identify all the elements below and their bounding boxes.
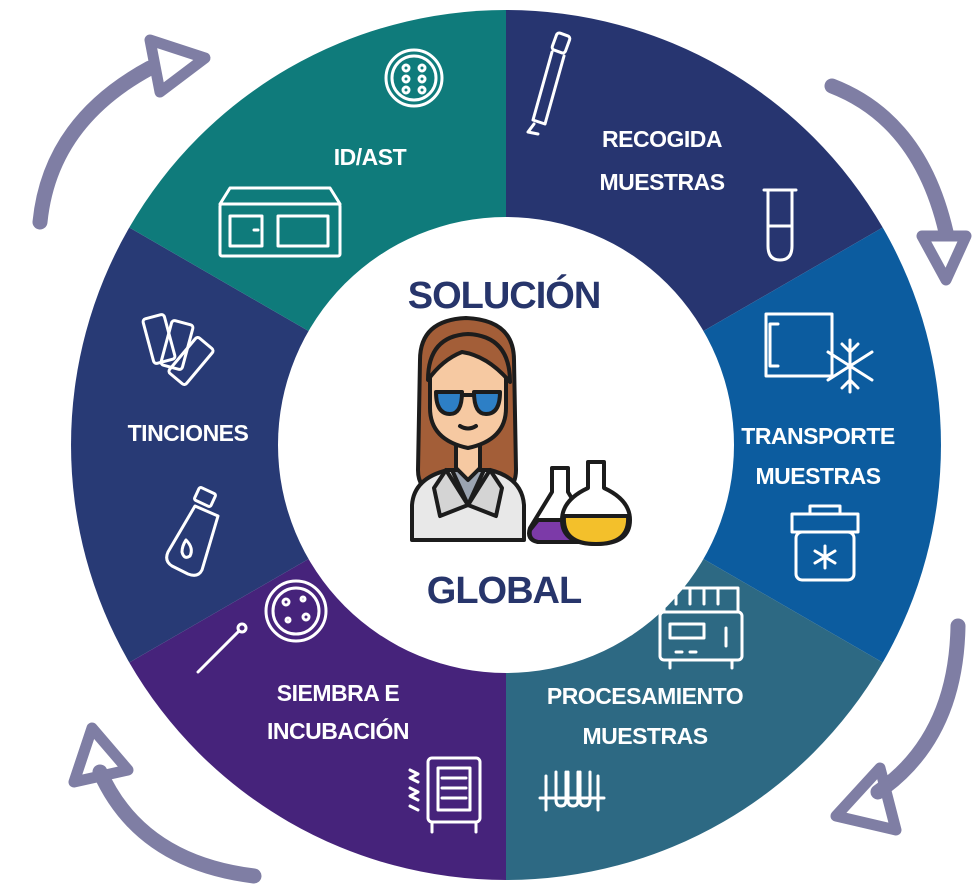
label-transporte-line2: MUESTRAS bbox=[755, 463, 880, 489]
incubator-icon bbox=[408, 756, 482, 834]
cycle-arrows bbox=[32, 34, 972, 884]
label-siembra-line1: SIEMBRA E bbox=[277, 680, 400, 706]
label-procesamiento-line1: PROCESAMIENTO bbox=[547, 683, 743, 709]
tube-rack-icon bbox=[538, 770, 606, 812]
slides-icon bbox=[141, 313, 215, 386]
analyzer-icon bbox=[658, 586, 744, 670]
inoculation-loop-icon bbox=[196, 622, 248, 674]
label-siembra-line2: INCUBACIÓN bbox=[267, 717, 409, 744]
freezer-icon bbox=[764, 312, 834, 378]
scientist-icon bbox=[410, 316, 632, 546]
arrow-top-left-icon bbox=[32, 34, 211, 230]
petri-dish-icon bbox=[264, 579, 328, 643]
label-id-ast: ID/AST bbox=[334, 144, 407, 170]
arrow-bottom-left-icon bbox=[68, 722, 262, 884]
label-procesamiento-line2: MUESTRAS bbox=[582, 723, 707, 749]
ast-plate-icon bbox=[384, 48, 444, 108]
test-tube-icon bbox=[762, 188, 798, 262]
snowflake-icon bbox=[826, 338, 874, 394]
cooler-icon bbox=[790, 504, 860, 582]
label-transporte-line1: TRANSPORTE bbox=[741, 423, 895, 449]
id-instrument-icon bbox=[218, 186, 342, 258]
center-title-bottom: GLOBAL bbox=[427, 570, 582, 612]
stain-bottle-icon bbox=[165, 486, 220, 577]
swab-icon bbox=[526, 31, 572, 136]
center-title-top: SOLUCIÓN bbox=[408, 273, 601, 317]
arrow-bottom-right-icon bbox=[830, 618, 966, 836]
label-recogida-line1: RECOGIDA bbox=[602, 126, 722, 152]
label-tinciones: TINCIONES bbox=[128, 420, 249, 446]
label-recogida-line2: MUESTRAS bbox=[599, 169, 724, 195]
arrow-top-right-icon bbox=[824, 78, 972, 286]
